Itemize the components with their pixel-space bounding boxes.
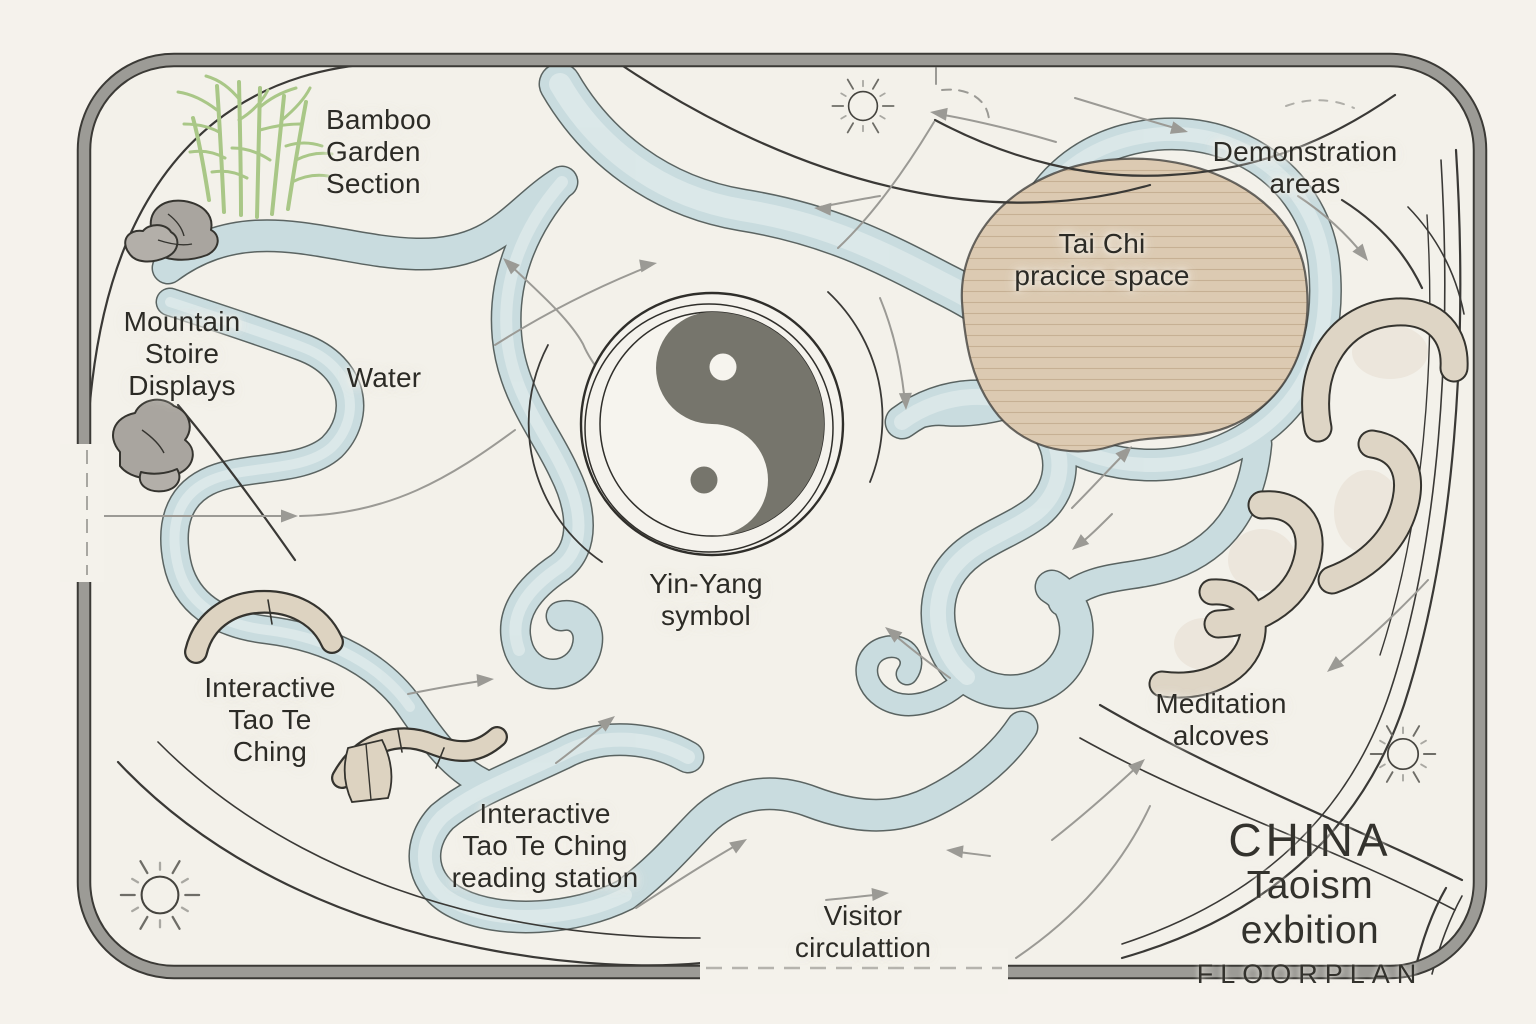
label-reading-station: Interactive Tao Te Ching reading station: [451, 798, 639, 893]
west-entrance-gap: [60, 444, 104, 582]
label-mountain-store-displays: Mountain Stoire Displays: [123, 306, 241, 401]
title-block: CHINA Taoism exbition FLOORPLAN: [1197, 816, 1424, 994]
label-tai-chi-practice-space: Tai Chi pracice space: [1014, 228, 1190, 291]
label-visitor-circulation: Visitor circulattion: [794, 900, 932, 963]
south-entrance-gap: [700, 948, 1008, 994]
tao-te-ching-bench-shapes: [184, 589, 508, 803]
bamboo-plant-icon: [176, 74, 334, 219]
label-bamboo-garden-section: Bamboo Garden Section: [326, 104, 432, 199]
label-yin-yang-symbol: Yin-Yang symbol: [649, 568, 763, 631]
title-country: CHINA: [1228, 814, 1392, 866]
perimeter-wall: [60, 52, 1488, 994]
label-meditation-alcoves: Meditation alcoves: [1155, 688, 1287, 751]
meditation-alcove-shapes: [1148, 297, 1469, 699]
yin-yang-icon: [579, 291, 845, 557]
title-exhibition: Taoism exbition: [1240, 864, 1380, 953]
rocks-icon: [112, 199, 219, 493]
tai-chi-practice-area-shape: [960, 157, 1309, 453]
title-floorplan: FLOORPLAN: [1196, 958, 1424, 989]
visitor-circulation-paths: [94, 67, 1429, 959]
label-water: Water: [346, 362, 422, 393]
label-interactive-tao-te-ching: Interactive Tao Te Ching: [204, 672, 336, 767]
label-demonstration-areas: Demonstration areas: [1212, 136, 1398, 199]
